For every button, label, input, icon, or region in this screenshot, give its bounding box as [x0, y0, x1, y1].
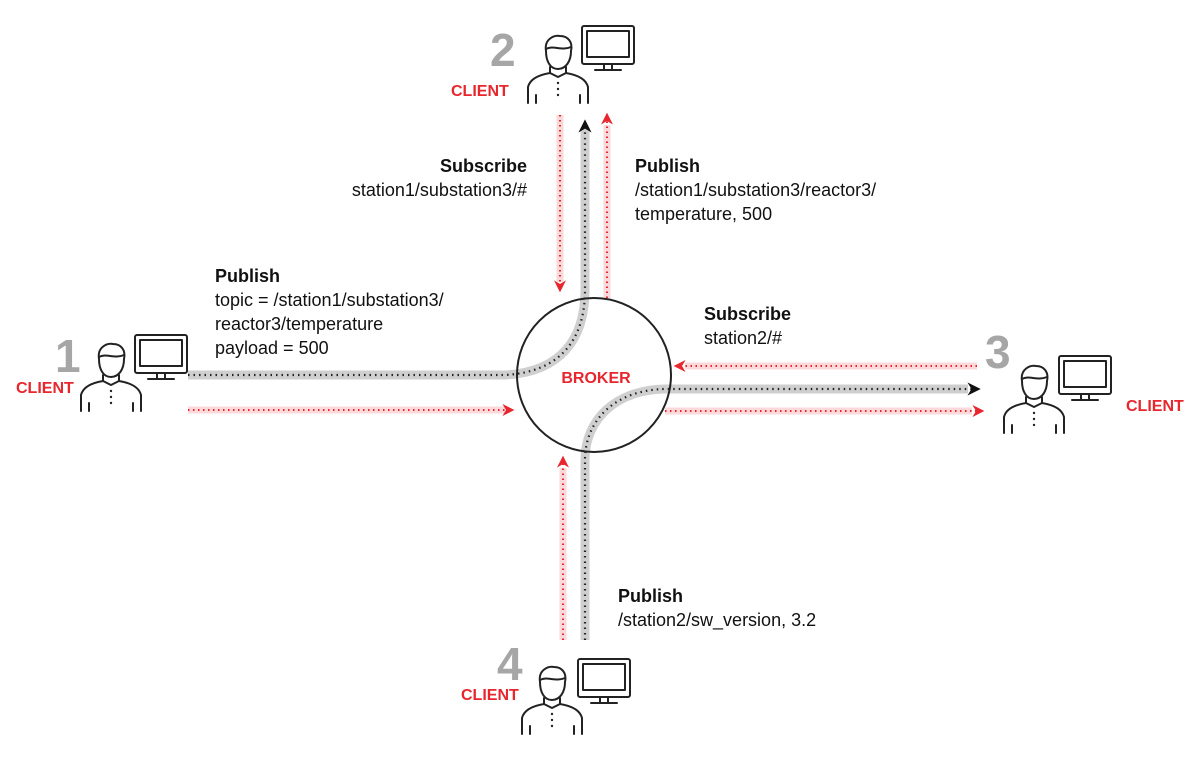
label-line: payload = 500	[215, 338, 329, 358]
client-4: 4 CLIENT	[461, 638, 631, 735]
label-line: station2/#	[704, 328, 782, 348]
label-title: Publish	[618, 586, 683, 606]
monitor-icon	[134, 334, 188, 380]
broker: BROKER	[516, 297, 672, 453]
label-line: station1/substation3/#	[352, 180, 527, 200]
person-icon	[80, 342, 142, 412]
label-line: /station1/substation3/reactor3/	[635, 180, 876, 200]
red-message-arrows	[188, 112, 985, 640]
label-client3-subscribe: Subscribe station2/#	[704, 304, 791, 348]
client-3: 3 CLIENT	[985, 326, 1184, 434]
monitor-icon	[577, 658, 631, 704]
label-line: temperature, 500	[635, 204, 772, 224]
label-client2-publish: Publish /station1/substation3/reactor3/ …	[635, 156, 876, 224]
route-client4-to-client3	[580, 382, 981, 640]
label-title: Publish	[215, 266, 280, 286]
label-title: Subscribe	[704, 304, 791, 324]
label-title: Subscribe	[440, 156, 527, 176]
client-label: CLIENT	[1126, 398, 1184, 415]
person-icon	[521, 665, 583, 735]
person-icon	[1003, 364, 1065, 434]
label-line: topic = /station1/substation3/	[215, 290, 444, 310]
client-1: 1 CLIENT	[16, 330, 188, 412]
label-line: reactor3/temperature	[215, 314, 383, 334]
label-title: Publish	[635, 156, 700, 176]
client-label: CLIENT	[16, 380, 74, 397]
client-number: 1	[55, 330, 81, 382]
client-2: 2 CLIENT	[451, 24, 635, 104]
label-client2-subscribe: Subscribe station1/substation3/#	[352, 156, 527, 200]
client-number: 4	[497, 638, 523, 690]
label-client1-publish: Publish topic = /station1/substation3/ r…	[215, 266, 444, 358]
client-label: CLIENT	[451, 83, 509, 100]
label-line: /station2/sw_version, 3.2	[618, 610, 816, 631]
person-icon	[527, 34, 589, 104]
monitor-icon	[581, 25, 635, 71]
label-client4-publish: Publish /station2/sw_version, 3.2	[618, 586, 816, 631]
client-label: CLIENT	[461, 687, 519, 704]
broker-label: BROKER	[561, 370, 631, 387]
monitor-icon	[1058, 355, 1112, 401]
client-number: 2	[490, 24, 516, 76]
client-number: 3	[985, 326, 1011, 378]
